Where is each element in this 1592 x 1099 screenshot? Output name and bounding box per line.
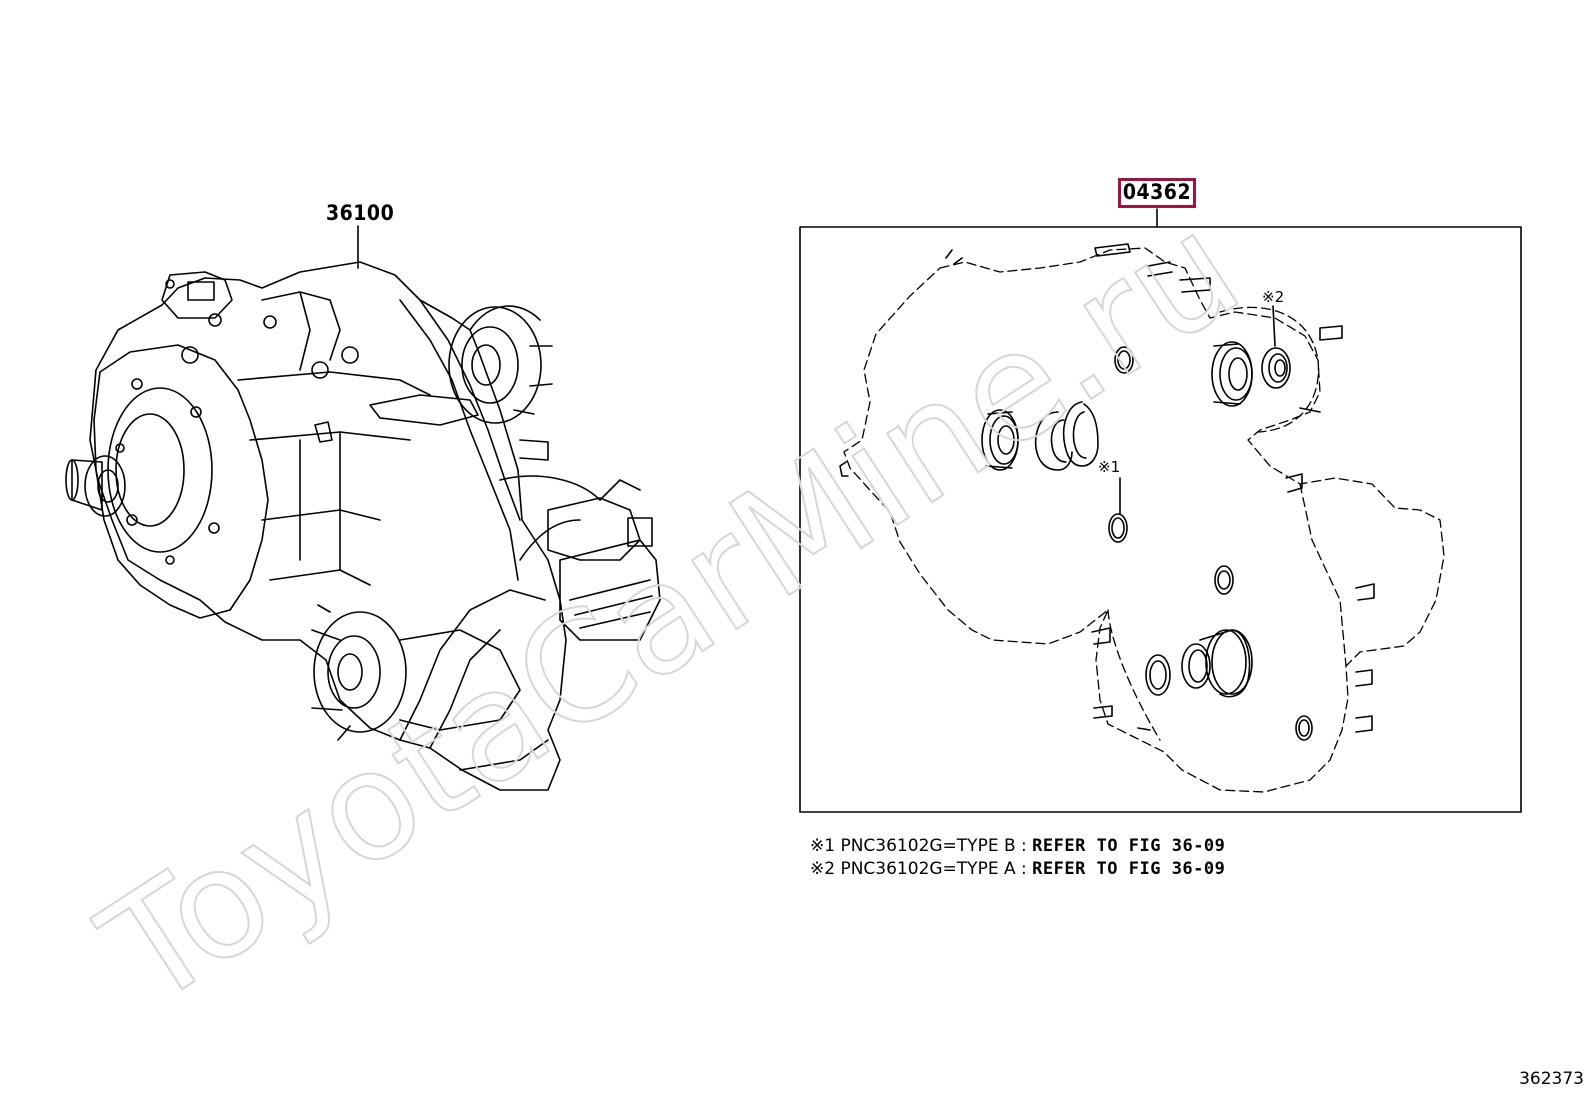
footnote-2: ※2 PNC36102G=TYPE A : REFER TO FIG 36-09 (810, 859, 1225, 879)
footnote-text: PNC36102G=TYPE A : (835, 859, 1033, 879)
reference-mark-2: ※2 (1262, 288, 1285, 306)
reference-mark-1: ※1 (1098, 458, 1121, 476)
transfer-assembly-drawing (65, 225, 661, 791)
part-number-36100[interactable]: 36100 (326, 201, 395, 225)
figure-id: 362373 (1519, 1069, 1584, 1089)
footnote-reference-link[interactable]: REFER TO FIG 36-09 (1032, 836, 1226, 856)
footnote-1: ※1 PNC36102G=TYPE B : REFER TO FIG 36-09 (810, 836, 1225, 856)
gasket-kit-drawing (799, 208, 1522, 813)
part-number-04362[interactable]: 04362 (1122, 180, 1192, 204)
footnote-symbol: ※1 (810, 836, 836, 856)
footnote-symbol: ※2 (810, 859, 836, 879)
footnote-text: PNC36102G=TYPE B : (835, 836, 1033, 856)
footnote-reference-link[interactable]: REFER TO FIG 36-09 (1032, 859, 1226, 879)
part-number-highlight-box (1118, 178, 1196, 208)
